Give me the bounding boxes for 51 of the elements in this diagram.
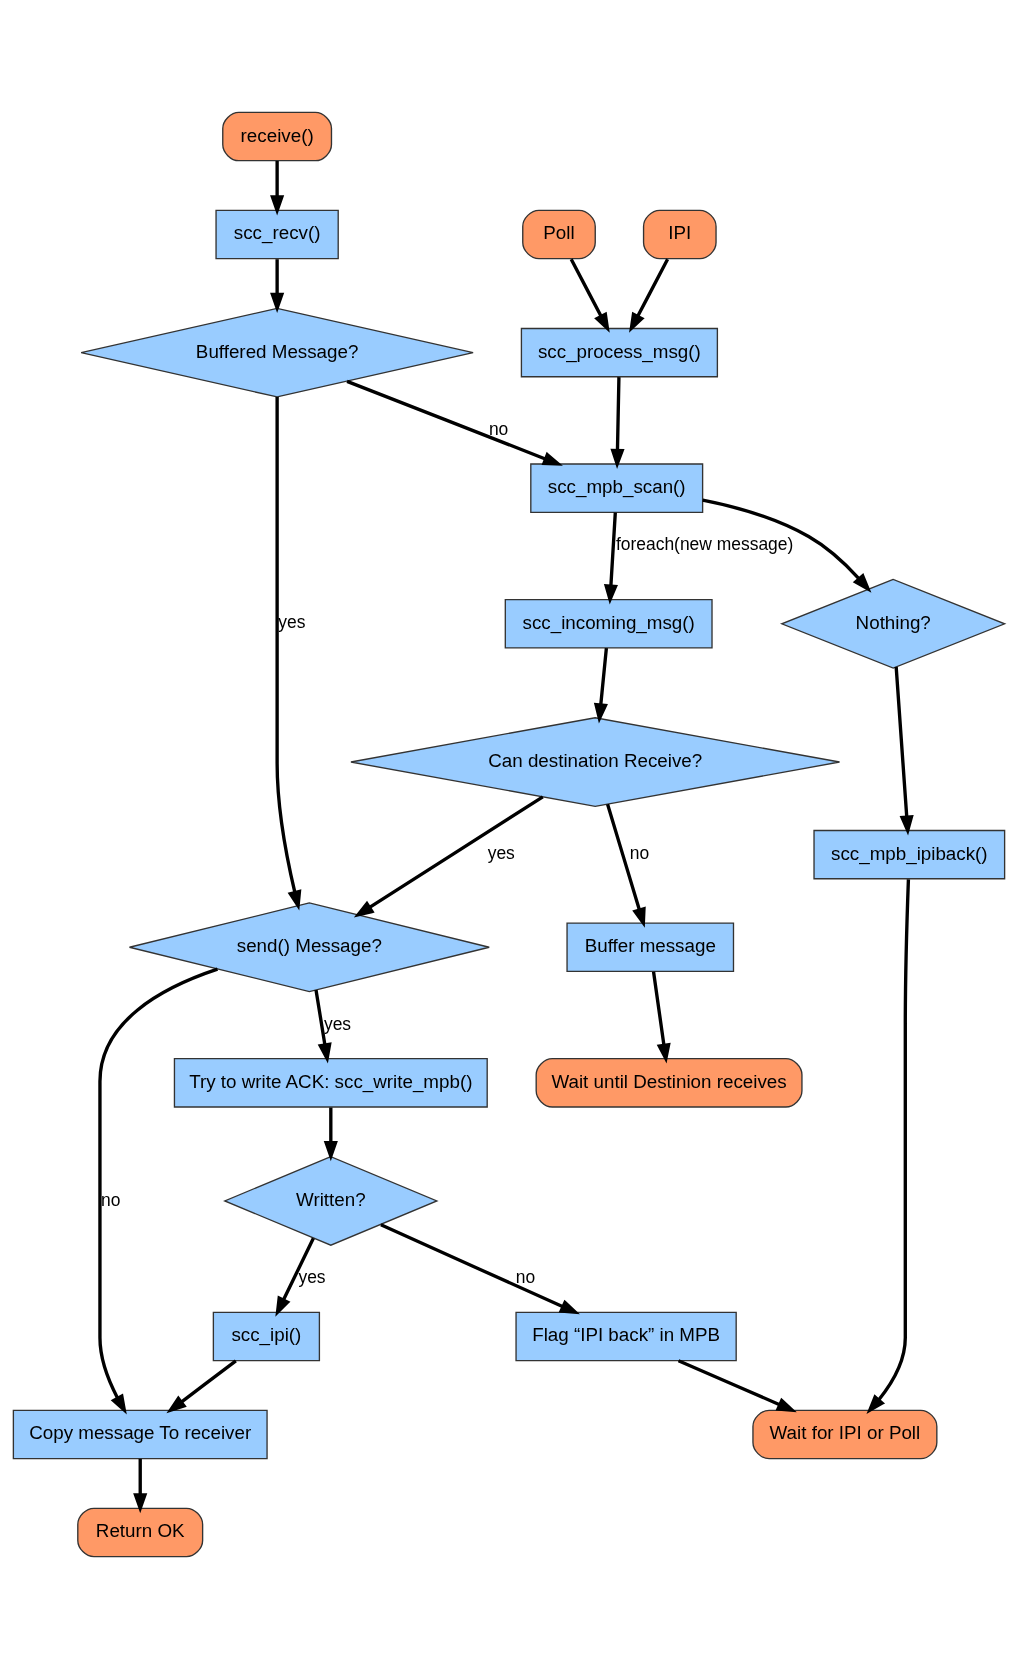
edge-label: no xyxy=(515,1266,536,1287)
arrow xyxy=(629,257,670,333)
arrow xyxy=(323,1107,338,1161)
node-box: Buffer message xyxy=(566,921,735,972)
node-box: receive() xyxy=(222,111,333,161)
arrow xyxy=(606,803,646,928)
arrow xyxy=(270,160,285,215)
arrow xyxy=(603,512,618,605)
node-box: Return OK xyxy=(77,1507,204,1557)
node-diamond: Nothing? xyxy=(780,578,1007,669)
node-box: Flag “IPI back” in MPB xyxy=(515,1311,737,1361)
node-box: scc_ipi() xyxy=(212,1311,321,1361)
node-box: Wait for IPI or Poll xyxy=(752,1409,938,1459)
arrow xyxy=(166,1359,237,1413)
edge-label: no xyxy=(629,842,650,863)
edge-label: yes xyxy=(323,1013,352,1034)
node-box: scc_incoming_msg() xyxy=(504,598,713,649)
node-diamond: Can destination Receive? xyxy=(350,716,841,807)
node-box: Poll xyxy=(522,209,596,259)
arrow xyxy=(275,1237,315,1317)
edge-label: foreach(new message) xyxy=(615,533,794,554)
node-box: IPI xyxy=(642,209,717,259)
edge-label: yes xyxy=(298,1266,326,1287)
node-box: Wait until Destinion receives xyxy=(535,1057,803,1108)
arrow xyxy=(651,971,671,1064)
node-box: scc_process_msg() xyxy=(520,327,719,377)
arrow xyxy=(98,967,219,1414)
edge-label: yes xyxy=(487,842,515,863)
arrow xyxy=(380,1222,580,1314)
node-box: scc_mpb_ipiback() xyxy=(813,829,1006,879)
arrow xyxy=(593,647,609,723)
node-box: scc_recv() xyxy=(215,209,339,259)
node-box: Try to write ACK: scc_write_mpb() xyxy=(173,1057,488,1108)
arrow xyxy=(314,989,332,1063)
node-box: Copy message To receiver xyxy=(12,1409,268,1459)
arrow xyxy=(346,379,563,466)
arrow xyxy=(866,878,911,1414)
arrow xyxy=(353,794,544,917)
node-box: scc_mpb_scan() xyxy=(530,462,704,513)
arrow xyxy=(270,258,285,313)
node-diamond: Buffered Message? xyxy=(80,307,474,398)
arrow xyxy=(677,1358,797,1412)
edge-label: no xyxy=(488,418,509,439)
arrow xyxy=(610,376,625,469)
arrow xyxy=(894,666,914,836)
edge-label: no xyxy=(100,1189,121,1209)
arrow xyxy=(702,498,872,593)
arrow xyxy=(133,1458,148,1513)
node-diamond: Written? xyxy=(223,1155,439,1246)
arrow xyxy=(275,396,302,911)
arrow xyxy=(569,257,610,333)
